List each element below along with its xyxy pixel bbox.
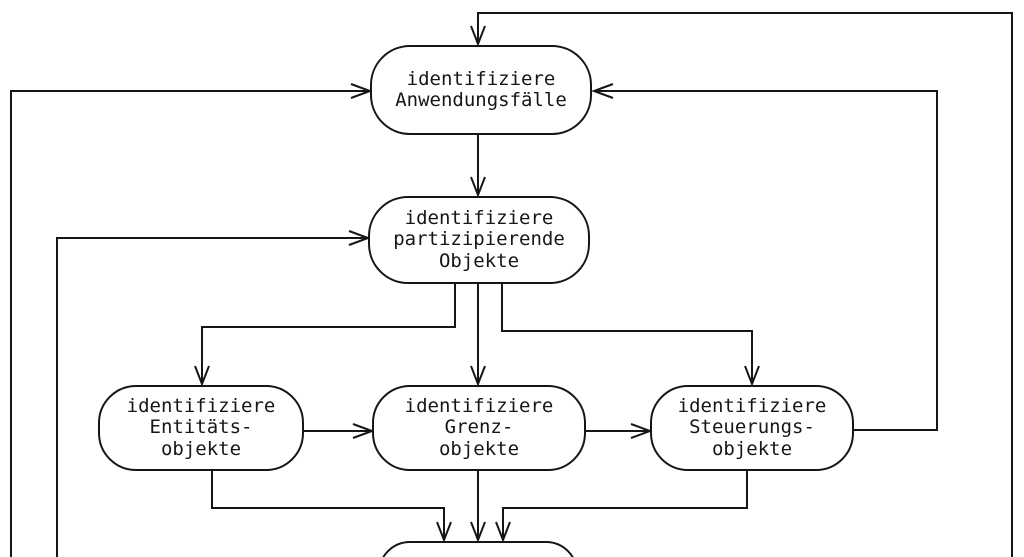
edge-entitaets-to-bottom [211,470,445,540]
arrowhead-down-bottom-middle [470,521,486,543]
arrowhead-down-grenz-top [470,365,486,387]
edge-loop-left-to-anwendungsfaelle-left [10,90,369,557]
node-identifiziere-partizipierende-objekte: identifiziere partizipierende Objekte [368,196,590,284]
edge-steuerungs-to-bottom [502,470,748,540]
edge-steuerungs-to-anwendungsfaelle-right [595,90,938,431]
node-label-anwendungsfaelle: identifiziere Anwendungsfälle [395,67,567,111]
arrowhead-down-entitaets-top [194,365,210,387]
node-label-entitaets: identifiziere Entitäts- objekte [126,394,276,460]
arrowhead-down-bottom-right [495,521,511,543]
node-label-steuerungs: identifiziere Steuerungs- objekte [677,394,827,460]
node-label-partizipierende: identifiziere partizipierende Objekte [393,206,565,272]
node-identifiziere-grenzobjekte: identifiziere Grenz- objekte [372,385,586,471]
edge-loop-left-to-partizipierende-left [56,237,367,557]
node-identifiziere-entitaetsobjekte: identifiziere Entitäts- objekte [98,385,304,471]
edge-loop-right-to-anwendungsfaelle-top [477,12,1013,557]
node-label-grenz: identifiziere Grenz- objekte [404,394,554,460]
node-identifiziere-anwendungsfaelle: identifiziere Anwendungsfälle [370,45,592,135]
edge-partizipierende-to-entitaets [201,284,456,384]
arrowhead-down-anwendungsfaelle-top [470,25,486,47]
arrowhead-down-steuerungs-top [744,365,760,387]
node-bottom-clipped [378,541,578,557]
arrowhead-down-bottom-left [436,521,452,543]
node-identifiziere-steuerungsobjekte: identifiziere Steuerungs- objekte [650,385,854,471]
edge-partizipierende-to-steuerungs [501,284,753,384]
arrowhead-down-partizipierende-top [470,176,486,198]
arrowhead-left-anwendungsfaelle-right [591,83,614,99]
